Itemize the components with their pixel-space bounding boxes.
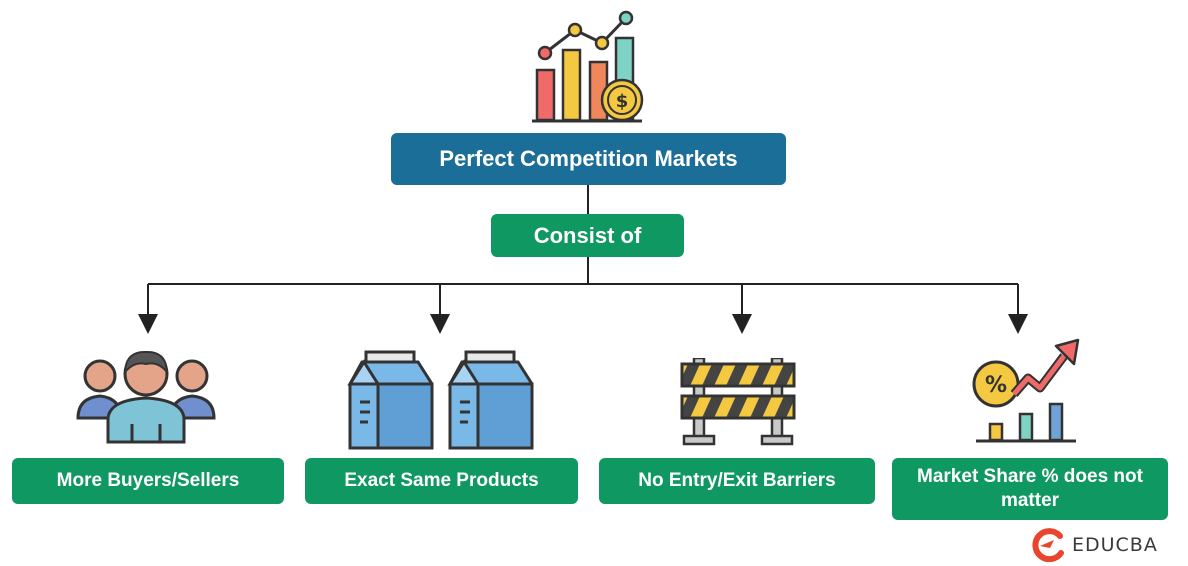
svg-text:%: % <box>985 373 1007 398</box>
item-no-entry-exit-barriers: No Entry/Exit Barriers <box>599 458 875 504</box>
svg-text:$: $ <box>616 91 629 112</box>
item-exact-same-products: Exact Same Products <box>305 458 578 504</box>
diagram-title: Perfect Competition Markets <box>391 133 786 185</box>
consist-of-label: Consist of <box>491 214 684 257</box>
product-cartons-icon <box>347 350 534 450</box>
market-share-growth-icon: % <box>972 338 1080 443</box>
educba-logo-icon <box>1032 528 1064 562</box>
educba-logo: EDUCBA <box>1030 528 1158 562</box>
barrier-icon <box>680 358 796 446</box>
growth-chart-dollar-icon: $ <box>532 10 644 123</box>
logo-text: EDUCBA <box>1072 534 1158 556</box>
people-group-icon <box>76 350 216 444</box>
item-market-share-does-not-matter: Market Share % does not matter <box>892 458 1168 520</box>
item-more-buyers-sellers: More Buyers/Sellers <box>12 458 284 504</box>
